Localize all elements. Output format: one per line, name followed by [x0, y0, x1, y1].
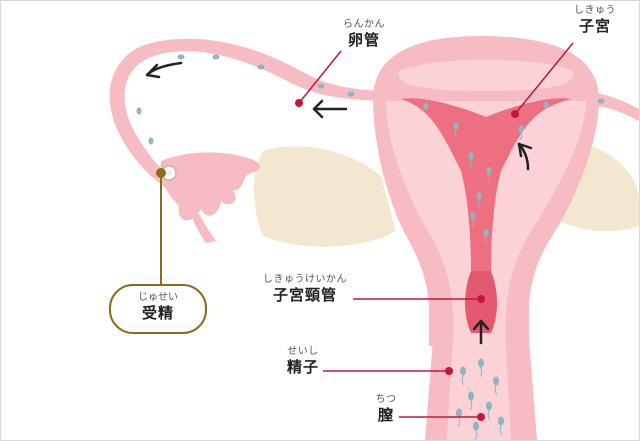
cervical-canal-ruby: しきゅうけいかん	[263, 274, 347, 285]
label-sperm: せいし 精子	[281, 346, 325, 377]
sperm-cells	[136, 54, 605, 440]
label-fertilization: じゅせい 受精	[109, 284, 207, 334]
uterus-top-fold	[398, 59, 574, 91]
vagina-ruby: ちつ	[375, 394, 397, 405]
oviduct-text: 卵管	[347, 31, 380, 49]
sperm-text: 精子	[286, 358, 319, 376]
oviduct-right	[586, 91, 639, 121]
arrows	[145, 61, 533, 345]
uterine-cavity	[401, 98, 571, 301]
broad-ligament-left	[254, 146, 396, 247]
label-oviduct: らんかん 卵管	[329, 19, 399, 50]
leader-lines	[298, 42, 574, 418]
label-uterus: しきゅう 子宮	[565, 5, 625, 36]
fimbriae-lower	[189, 206, 216, 243]
fertilization-text: 受精	[141, 304, 174, 322]
fimbriae	[160, 152, 260, 221]
uterus-text: 子宮	[578, 17, 611, 35]
vaginal-canal	[447, 339, 511, 440]
oviduct-left	[109, 38, 381, 191]
leader-dots	[295, 99, 519, 421]
sperm-ruby: せいし	[287, 346, 319, 357]
label-vagina: ちつ 膣	[371, 394, 401, 425]
vagina-text: 膣	[377, 406, 394, 424]
uterus-ruby: しきゅう	[574, 5, 616, 16]
fertilization-line	[156, 168, 166, 285]
cervical-canal-text: 子宮頸管	[272, 286, 337, 304]
oviduct-ruby: らんかん	[343, 19, 385, 30]
fertilization-ruby: じゅせい	[138, 292, 178, 303]
label-cervical-canal: しきゅうけいかん 子宮頸管	[253, 274, 357, 305]
